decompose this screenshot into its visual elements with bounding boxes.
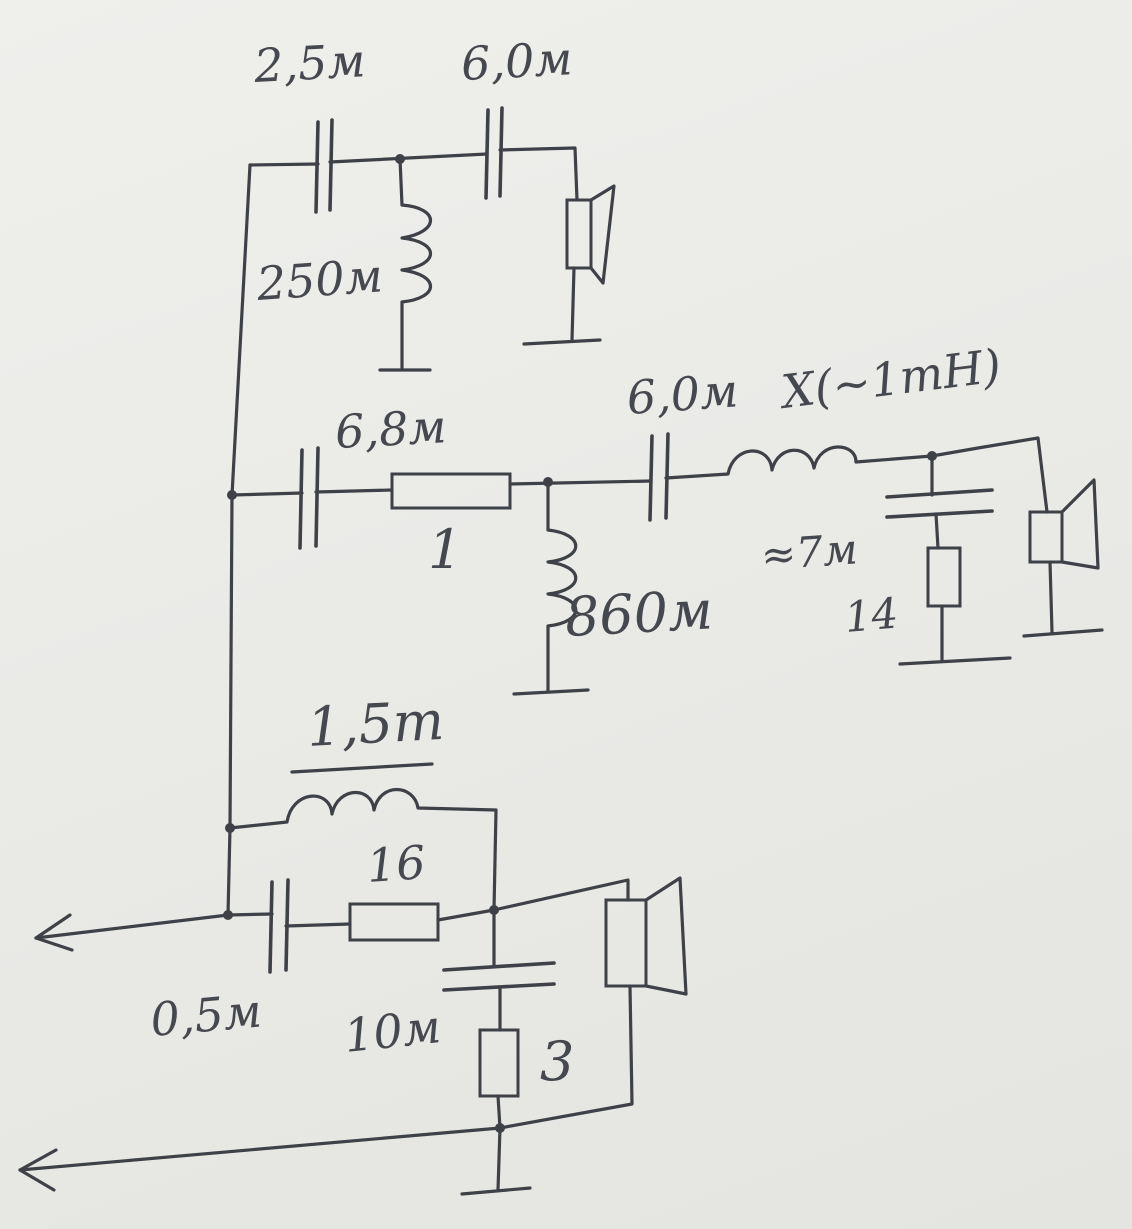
tweeter-cap1-plate-a [314, 120, 320, 214]
tweeter-speaker-ground [522, 266, 602, 346]
woofer-speaker-icon [604, 876, 688, 996]
label-c-woofer-zobel: 10м [342, 999, 444, 1063]
mid-series-resistor [390, 472, 512, 510]
woofer-zobel-resistor [478, 1028, 520, 1098]
mid-shunt-ground [512, 688, 590, 696]
label-r-woofer-zobel: 3 [540, 1030, 574, 1093]
mid-cap2-plate-a [648, 434, 654, 522]
mid-speaker-wire [930, 436, 1049, 514]
tweeter-cap2-plate-b [498, 106, 504, 198]
label-c-tweeter-2: 6,0м [460, 31, 574, 91]
tweeter-wire-right [498, 146, 579, 202]
label-r-mid-notch: 14 [843, 588, 901, 641]
woofer-inductor [228, 787, 498, 912]
woofer-zobel-wire-c [496, 1094, 502, 1130]
mid-wire-2 [314, 488, 394, 494]
woofer-speaker-wire [492, 878, 630, 912]
woofer-branch [18, 762, 688, 1196]
input-arrow-top [34, 913, 74, 952]
woofer-inductor-bar [290, 762, 434, 774]
mid-notch-cap-plate-a [885, 488, 994, 499]
label-c-mid-notch: ≈7м [759, 524, 859, 580]
input-arrow-bottom [18, 1148, 58, 1192]
label-c-mid-1: 6,8м [334, 399, 448, 459]
label-r-woofer-bypass: 16 [365, 835, 427, 893]
tweeter-branch [248, 106, 616, 372]
input-wire-top [34, 913, 230, 940]
mid-notch-wire-b [934, 512, 940, 550]
mid-notch-resistor [926, 546, 962, 608]
woofer-bypass-wire-2 [284, 922, 352, 928]
main-ground [460, 1126, 532, 1196]
mid-notch-inductor [664, 445, 934, 480]
tweeter-wire-top [248, 162, 320, 167]
woofer-bypass-resistor [348, 902, 440, 942]
label-c-tweeter-1: 2,5м [252, 33, 367, 93]
midrange-branch [227, 432, 1104, 696]
mid-wire-1 [230, 491, 304, 497]
tweeter-cap1-plate-b [328, 118, 334, 212]
mid-cap2-plate-b [664, 432, 670, 520]
label-c-mid-2: 6,0м [625, 363, 740, 425]
tweeter-cap2-plate-a [484, 108, 490, 200]
mid-notch-cap-plate-b [885, 509, 994, 519]
label-l-mid-notch: X(~1mH) [776, 338, 1004, 419]
label-r-mid-series: 1 [428, 518, 462, 581]
main-bus-wire [226, 163, 252, 917]
label-l-mid-shunt: 860м [563, 578, 714, 649]
woofer-bypass-cap-plate-a [268, 880, 274, 974]
mid-wire-3 [508, 479, 653, 486]
mid-cap1-plate-b [314, 446, 320, 548]
label-c-woofer-bypass: 0,5м [148, 983, 264, 1046]
tweeter-wire-mid [328, 152, 489, 164]
midrange-speaker-icon [1028, 478, 1100, 570]
woofer-speaker-return [498, 984, 634, 1130]
tweeter-shunt-inductor [398, 157, 433, 370]
label-l-tweeter-shunt: 250м [254, 248, 384, 311]
label-l-woofer: 1,5m [305, 689, 445, 759]
tweeter-speaker-icon [565, 184, 616, 285]
mid-cap1-plate-a [298, 448, 304, 550]
return-wire [18, 1126, 502, 1172]
woofer-zobel-cap-plate-a [442, 961, 556, 972]
mid-notch-ground [898, 604, 1012, 666]
mid-shunt-inductor [546, 480, 578, 694]
woofer-bypass-wire-3 [436, 908, 496, 922]
woofer-bypass-wire-1 [226, 912, 274, 917]
mid-speaker-ground [1022, 560, 1104, 638]
